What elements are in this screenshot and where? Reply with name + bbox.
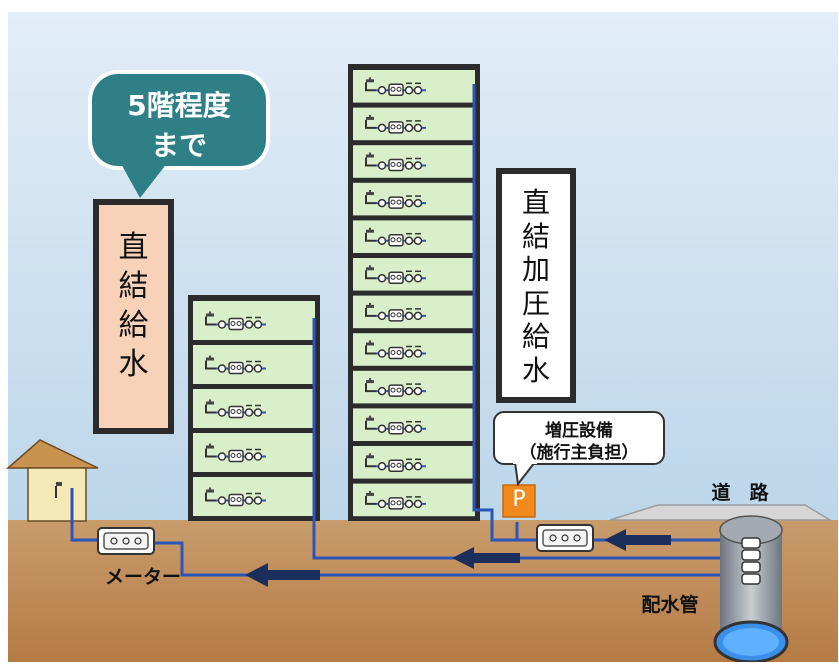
building-5-floors xyxy=(188,295,320,521)
building-floor xyxy=(193,345,315,384)
house xyxy=(6,439,99,522)
booster-equipment-line2: （施行主負担） xyxy=(519,443,639,463)
booster-equipment-line1: 増圧設備 xyxy=(545,421,613,441)
booster-supply-label: 直結加圧給水 xyxy=(521,186,550,387)
booster-equipment-callout xyxy=(493,411,665,487)
building-floor xyxy=(353,408,475,441)
building-floor xyxy=(353,220,475,253)
flow-arrows xyxy=(245,529,671,587)
distribution-main xyxy=(713,515,789,664)
building-floor xyxy=(193,301,315,340)
building-floor xyxy=(353,182,475,216)
booster-meter-box xyxy=(536,524,594,552)
building-floor xyxy=(193,433,315,472)
meter-box xyxy=(97,527,155,555)
floors-bubble xyxy=(88,70,270,198)
building-floor xyxy=(353,446,475,479)
main-pipe-label: 配水管 xyxy=(641,594,699,616)
building-floor xyxy=(353,370,475,404)
building-floor xyxy=(353,258,475,291)
direct-supply-box xyxy=(99,205,168,428)
building-floor xyxy=(353,70,475,103)
meter-label: メーター xyxy=(104,566,181,588)
bubble-text-line2: まで xyxy=(150,129,207,162)
building-floor xyxy=(353,483,475,517)
building-floor xyxy=(193,389,315,428)
bubble-text-line1: 5階程度 xyxy=(127,89,231,122)
building-floor xyxy=(353,295,475,329)
road-label: 道 路 xyxy=(711,482,769,504)
building-floor xyxy=(353,107,475,141)
pump-letter: P xyxy=(512,487,526,512)
direct-supply-label: 直結給水 xyxy=(118,230,149,382)
building-floor xyxy=(193,477,315,516)
building-12-floors xyxy=(348,64,480,521)
building-floor xyxy=(353,333,475,366)
pump-box xyxy=(502,484,536,518)
building-floor xyxy=(353,145,475,178)
booster-supply-box xyxy=(502,174,570,397)
